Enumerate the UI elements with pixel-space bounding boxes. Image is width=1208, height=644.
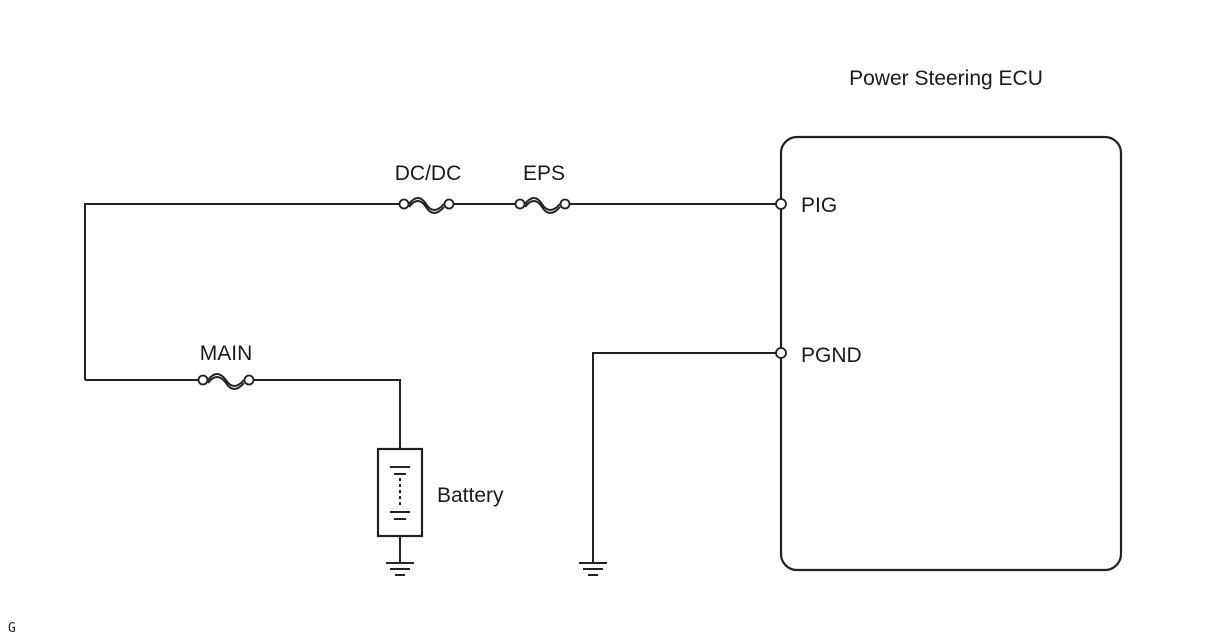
- ecu-title: Power Steering ECU: [849, 67, 1043, 90]
- battery-ground-icon: [386, 562, 414, 576]
- pgnd-ground-icon: [579, 562, 607, 576]
- pgnd-pin-label: PGND: [801, 344, 862, 367]
- fuse-main: [197, 373, 255, 390]
- fuse-dcdc: [398, 197, 455, 214]
- top-wire: [84, 203, 777, 380]
- battery-label: Battery: [437, 484, 504, 507]
- fuse-dcdc-label: DC/DC: [395, 162, 462, 185]
- battery-symbol: [376, 447, 424, 562]
- pig-pin-label: PIG: [801, 194, 837, 217]
- pgnd-terminal: [775, 347, 787, 359]
- corner-code: G: [8, 621, 16, 636]
- main-wire: [85, 379, 401, 449]
- pig-terminal: [775, 198, 787, 210]
- fuse-eps: [514, 197, 571, 214]
- fuse-eps-label: EPS: [523, 162, 565, 185]
- fuse-main-label: MAIN: [200, 342, 253, 365]
- pgnd-wire: [592, 352, 777, 562]
